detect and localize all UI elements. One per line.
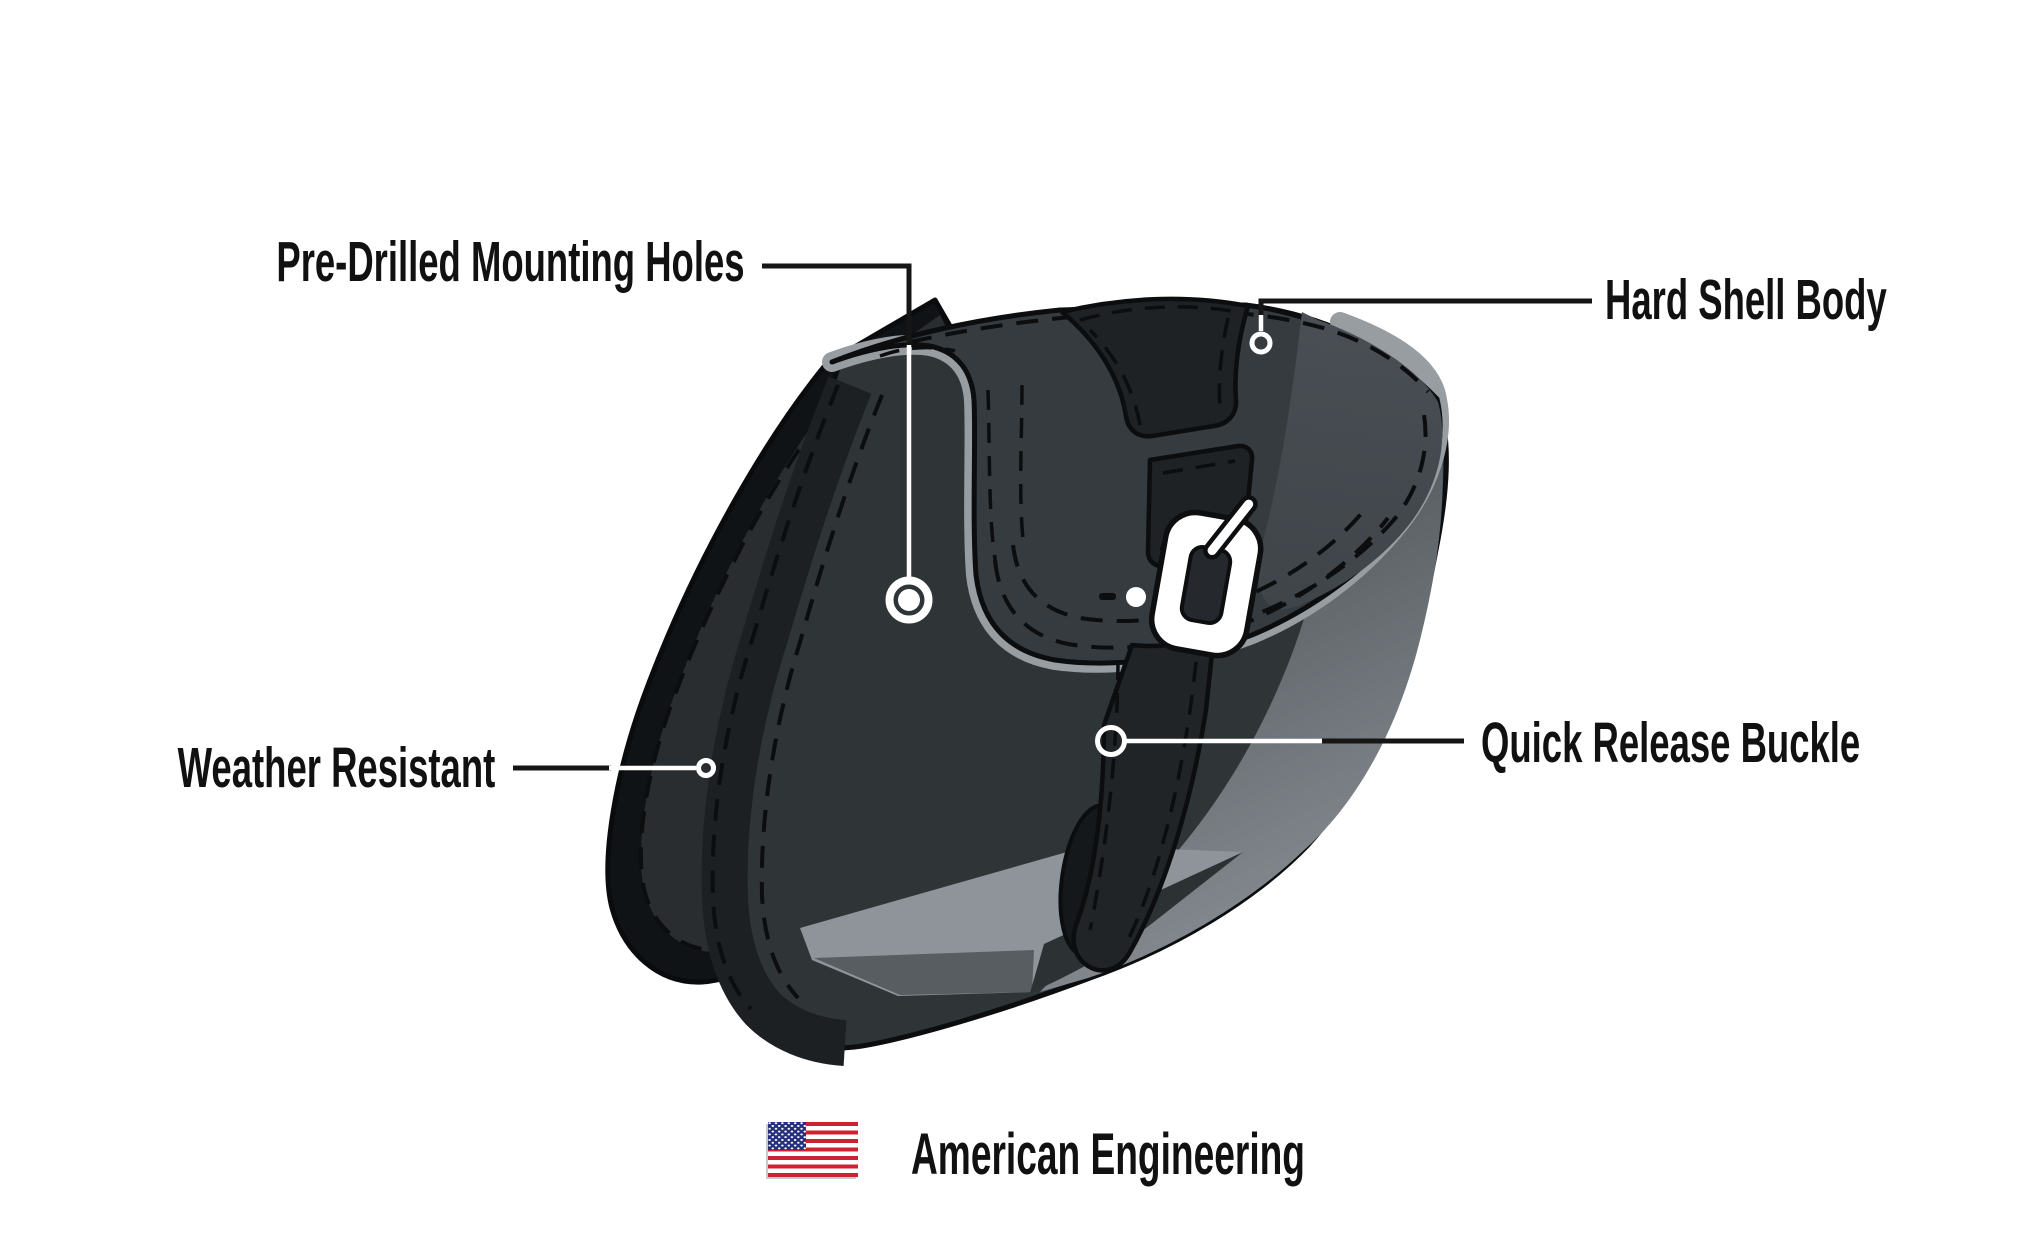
mounting-strap-top [1059, 296, 1251, 439]
label-pre-drilled-mounting-holes: Pre-Drilled Mounting Holes [13, 234, 745, 291]
rivet [1099, 587, 1146, 607]
quick-release-marker [1095, 725, 1127, 757]
label-weather-resistant: Weather Resistant [0, 740, 495, 797]
release-strap [1058, 631, 1217, 973]
label-hard-shell-text: Hard Shell Body [1605, 268, 1887, 332]
footer-tagline-text: American Engineering [911, 1122, 1305, 1187]
callout-hard-shell-line [1249, 298, 1592, 355]
footer-tagline: American Engineering [911, 1126, 1527, 1184]
callout-pre-drilled-line [762, 263, 933, 624]
label-quick-release-text: Quick Release Buckle [1481, 711, 1861, 775]
label-weather-text: Weather Resistant [177, 736, 495, 800]
weather-marker [696, 758, 716, 778]
callout-quick-release-line [1095, 725, 1464, 757]
label-pre-drilled-text: Pre-Drilled Mounting Holes [276, 230, 745, 294]
us-flag-icon [768, 1122, 858, 1177]
label-hard-shell-body: Hard Shell Body [1605, 272, 2044, 329]
callout-weather-line [513, 758, 716, 778]
us-flag-canton [768, 1122, 806, 1151]
mounting-hole-marker [885, 576, 933, 624]
flap-sheen [1257, 312, 1443, 610]
label-quick-release-buckle: Quick Release Buckle [1481, 715, 2044, 772]
buckle-prong [1207, 499, 1254, 556]
buckle [1148, 495, 1264, 659]
hard-shell-marker [1249, 331, 1273, 355]
